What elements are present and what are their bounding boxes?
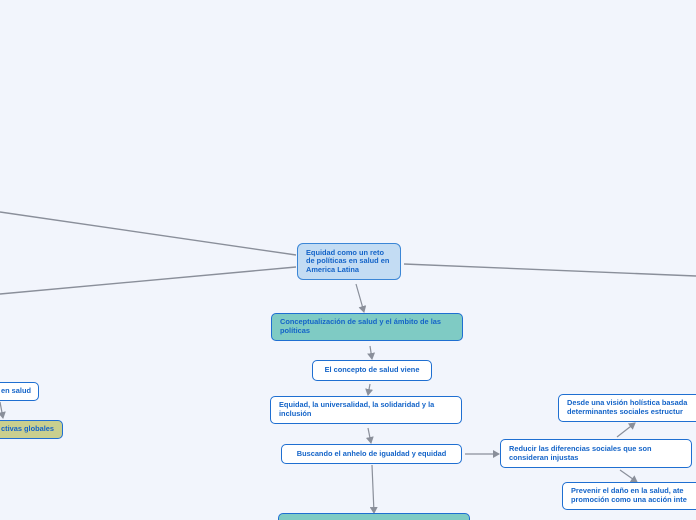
- reducir-diferencias-label: Reducir las diferencias sociales que son…: [509, 443, 652, 462]
- connector-reducir-holistica: [616, 422, 636, 438]
- connector-central-right: [403, 263, 696, 277]
- reducir-diferencias-node[interactable]: Reducir las diferencias sociales que son…: [500, 439, 692, 468]
- equidad-universalidad-label: Equidad, la universalidad, la solidarida…: [279, 400, 435, 418]
- left-globales-label: ctivas globales: [1, 424, 54, 434]
- connector-equidad-buscando: [365, 427, 374, 444]
- conceptualizacion-label: Conceptualización de salud y el ámbito d…: [280, 317, 441, 335]
- prevenir-dano-label: Prevenir el daño en la salud, ate promoc…: [571, 486, 687, 504]
- vision-holistica-node[interactable]: Desde una visión holística basada determ…: [558, 394, 696, 422]
- equidad-universalidad-node[interactable]: Equidad, la universalidad, la solidarida…: [270, 396, 462, 424]
- connector-left-salud-globales: [0, 401, 6, 419]
- buscando-anhelo-node[interactable]: Buscando el anhelo de igualdad y equidad: [281, 444, 462, 464]
- central-topic-label: Equidad como un reto de políticas en sal…: [306, 247, 390, 274]
- connector-conceptualizacion-concepto: [367, 345, 376, 360]
- left-globales-node[interactable]: ctivas globales: [0, 420, 63, 439]
- prevenir-dano-node[interactable]: Prevenir el daño en la salud, ate promoc…: [562, 482, 696, 510]
- buscando-anhelo-label: Buscando el anhelo de igualdad y equidad: [296, 448, 447, 458]
- concepto-salud-label: El concepto de salud viene: [324, 365, 420, 375]
- vision-holistica-label: Desde una visión holística basada determ…: [567, 398, 688, 416]
- central-topic-node[interactable]: Equidad como un reto de políticas en sal…: [297, 243, 401, 280]
- bottom-teal-node[interactable]: [278, 513, 470, 520]
- left-salud-node[interactable]: en salud: [0, 382, 39, 401]
- connector-buscando-bottom: [369, 464, 378, 514]
- connector-central-conceptualizacion: [355, 283, 367, 313]
- conceptualizacion-node[interactable]: Conceptualización de salud y el ámbito d…: [271, 313, 463, 341]
- connector-concepto-equidad: [365, 383, 374, 396]
- connector-central-left-lower: [0, 266, 297, 295]
- connector-reducir-prevenir: [619, 469, 638, 483]
- left-salud-label: en salud: [1, 386, 31, 396]
- concepto-salud-node[interactable]: El concepto de salud viene: [312, 360, 432, 381]
- connector-central-left-upper: [0, 211, 297, 256]
